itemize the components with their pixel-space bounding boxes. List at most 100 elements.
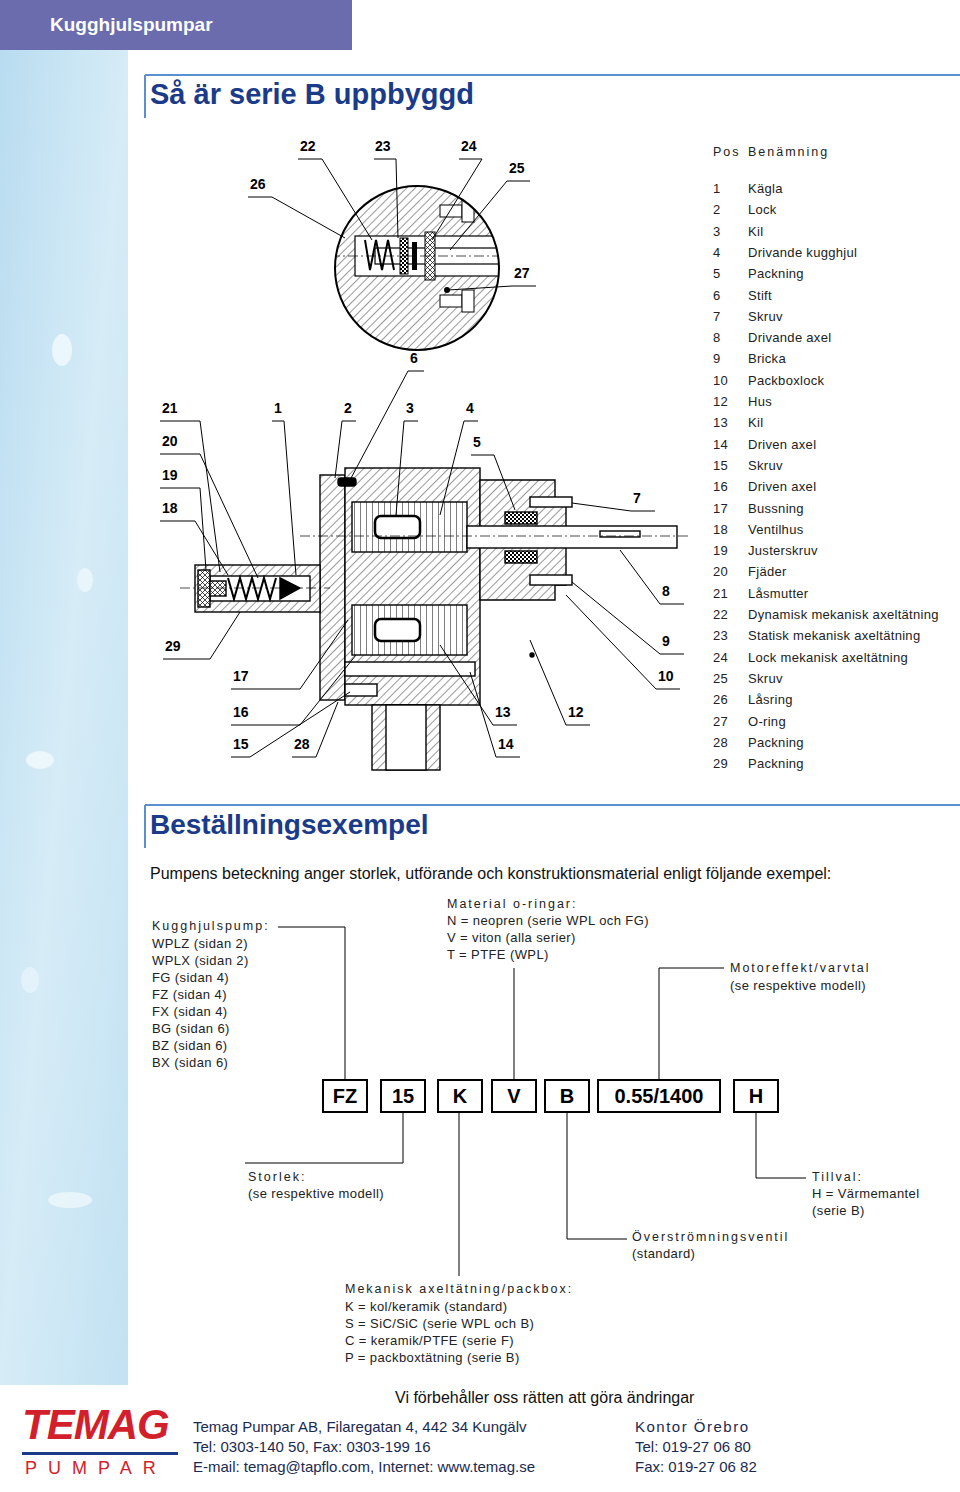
table-pos: 8 xyxy=(713,330,721,346)
leader-lines-part xyxy=(292,702,338,757)
table-name: Stift xyxy=(748,288,772,304)
table-pos: 9 xyxy=(713,351,721,367)
callout-number: 25 xyxy=(509,160,525,177)
order-leaders xyxy=(245,927,806,1276)
table-name: Justerskruv xyxy=(748,543,818,559)
leader-lines-part xyxy=(448,286,536,290)
callout-number: 22 xyxy=(300,138,316,155)
callout-number: 23 xyxy=(375,138,391,155)
table-pos: 24 xyxy=(713,650,728,666)
code-text: 0.55/1400 xyxy=(615,1085,704,1108)
leader-lines-part xyxy=(572,582,684,654)
table-pos: 12 xyxy=(713,394,728,410)
option-text: (se respektive modell) xyxy=(248,1186,384,1202)
spaced-label: Mekanisk axeltätning/packbox: xyxy=(345,1282,573,1297)
option-text: FX (sidan 4) xyxy=(152,1004,228,1020)
heading-rules-part xyxy=(145,805,960,848)
option-text: FG (sidan 4) xyxy=(152,970,229,986)
spaced-label: Pos xyxy=(713,145,741,160)
table-name: Driven axel xyxy=(748,437,816,453)
table-name: Packning xyxy=(748,735,804,751)
pump-section-part xyxy=(530,497,572,507)
heading-rules-part xyxy=(145,75,960,118)
leader-lines-part xyxy=(470,672,520,757)
option-text: S = SiC/SiC (serie WPL och B) xyxy=(345,1316,534,1332)
table-name: Statisk mekanisk axeltätning xyxy=(748,628,920,644)
callout-number: 1 xyxy=(274,400,282,417)
body-text: Vi förbehåller oss rätten att göra ändri… xyxy=(395,1388,694,1407)
spaced-label: Kugghjulspump: xyxy=(152,919,270,934)
leader-lines-part xyxy=(231,655,356,725)
section-heading: Beställningsexempel xyxy=(150,808,429,842)
table-pos: 28 xyxy=(713,735,728,751)
detail-view-part-part xyxy=(462,290,474,312)
pump-section-part xyxy=(530,653,534,657)
table-pos: 6 xyxy=(713,288,721,304)
table-name: Lock mekanisk axeltätning xyxy=(748,650,908,666)
table-pos: 14 xyxy=(713,437,728,453)
background-part xyxy=(77,568,93,592)
detail-view-part-part xyxy=(365,240,394,270)
table-pos: 23 xyxy=(713,628,728,644)
option-text: P = packboxtätning (serie B) xyxy=(345,1350,520,1366)
table-pos: 15 xyxy=(713,458,728,474)
callout-number: 12 xyxy=(568,704,584,721)
spaced-label: Överströmningsventil xyxy=(632,1230,789,1245)
heading-rules xyxy=(145,75,960,848)
spaced-label: Storlek: xyxy=(248,1170,306,1185)
callout-number: 10 xyxy=(658,668,674,685)
leader-lines-part xyxy=(432,159,482,240)
background-part xyxy=(52,334,72,366)
body-text: Pumpens beteckning anger storlek, utföra… xyxy=(150,864,831,883)
pump-section-part xyxy=(352,502,467,552)
table-pos: 7 xyxy=(713,309,721,325)
option-text: C = keramik/PTFE (serie F) xyxy=(345,1333,514,1349)
table-pos: 4 xyxy=(713,245,721,261)
pump-section-part xyxy=(505,551,537,563)
logo-subtext: PUMPAR xyxy=(25,1458,167,1480)
callout-number: 8 xyxy=(662,583,670,600)
code-box: V xyxy=(491,1079,537,1113)
leader-lines-part xyxy=(335,421,356,478)
option-text: T = PTFE (WPL) xyxy=(447,947,549,963)
table-name: Fjäder xyxy=(748,564,787,580)
table-name: Skruv xyxy=(748,309,783,325)
code-box: K xyxy=(437,1079,483,1113)
option-text: WPLX (sidan 2) xyxy=(152,953,249,969)
leader-lines-part xyxy=(450,181,530,250)
code-text: H xyxy=(749,1085,763,1108)
contact-text: Kontor Örebro xyxy=(635,1418,750,1436)
leader-lines-part xyxy=(248,197,345,238)
table-name: Ventilhus xyxy=(748,522,803,538)
pump-section-part xyxy=(530,575,572,585)
table-pos: 29 xyxy=(713,756,728,772)
table-name: O-ring xyxy=(748,714,786,730)
table-name: Skruv xyxy=(748,671,783,687)
table-pos: 18 xyxy=(713,522,728,538)
order-leaders-part xyxy=(567,1113,627,1239)
table-pos: 25 xyxy=(713,671,728,687)
spaced-label: Motoreffekt/varvtal xyxy=(730,961,871,976)
pump-section-part xyxy=(198,570,210,607)
logo-rule xyxy=(22,1452,178,1455)
table-name: Packboxlock xyxy=(748,373,824,389)
code-text: FZ xyxy=(333,1085,357,1108)
background xyxy=(0,50,960,1385)
code-text: K xyxy=(453,1085,467,1108)
code-text: 15 xyxy=(392,1085,414,1108)
option-text: (standard) xyxy=(632,1246,695,1262)
leader-lines-part xyxy=(298,159,372,240)
table-name: Driven axel xyxy=(748,479,816,495)
leader-lines-part xyxy=(163,612,240,659)
option-text: (se respektive modell) xyxy=(730,978,866,994)
detail-view xyxy=(330,180,515,360)
table-name: Kägla xyxy=(748,181,783,197)
callout-number: 28 xyxy=(294,736,310,753)
table-name: Bricka xyxy=(748,351,786,367)
logo-text: TEMAG xyxy=(22,1400,169,1450)
callout-number: 18 xyxy=(162,500,178,517)
pump-section-part xyxy=(180,588,330,589)
table-name: Låsring xyxy=(748,692,793,708)
contact-text: Fax: 019-27 06 82 xyxy=(635,1458,757,1476)
